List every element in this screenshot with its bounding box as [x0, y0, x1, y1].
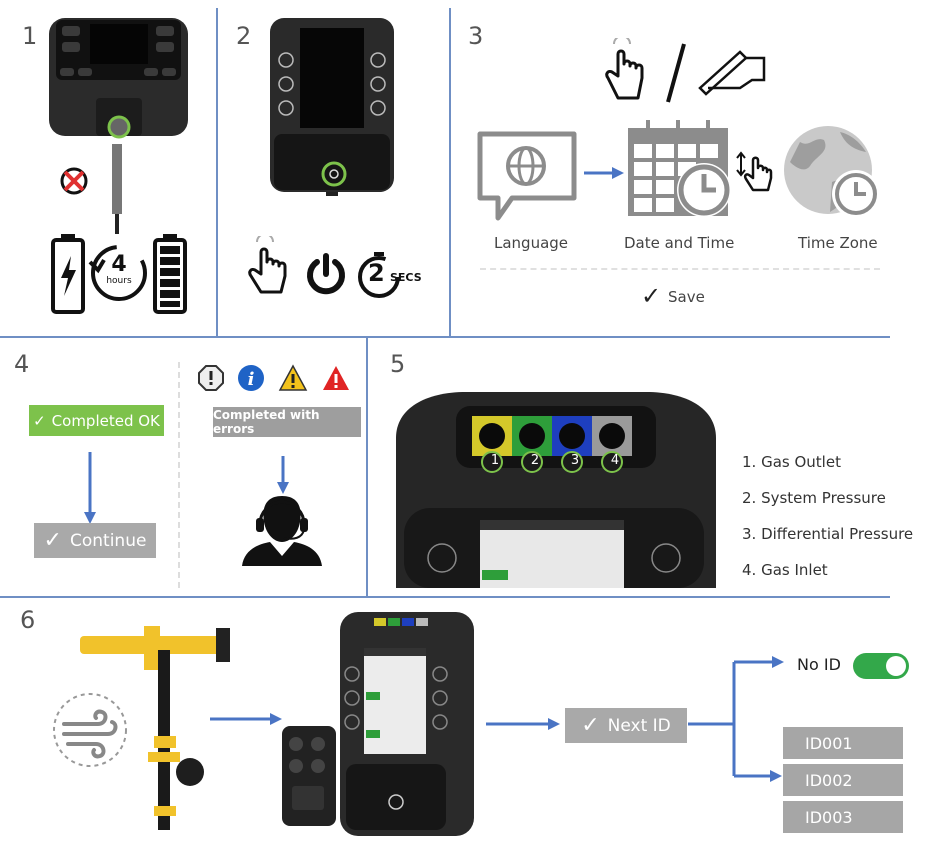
arrow-language-to-date [584, 167, 624, 179]
step2-device-front-image[interactable] [268, 16, 396, 196]
id-list-item-2[interactable]: ID002 [783, 764, 903, 796]
no-id-label: No ID [797, 655, 841, 674]
divider-1-2 [216, 8, 218, 336]
language-icon[interactable] [476, 128, 578, 224]
label-time-zone: Time Zone [798, 234, 878, 252]
hose-connector-image [282, 726, 336, 826]
gas-pipe-connector-image [80, 626, 230, 830]
power-icon [307, 253, 345, 295]
step-number-5: 5 [390, 350, 406, 378]
battery-empty-icon [51, 234, 85, 314]
completed-errors-label: Completed with errors [213, 408, 320, 436]
divider-row1 [0, 336, 890, 338]
globe-clock-icon[interactable] [780, 122, 882, 222]
wind-gas-icon [53, 693, 127, 767]
port-number-2: 2 [530, 453, 540, 468]
port-label-system-pressure: 2. System Pressure [742, 489, 886, 507]
scroll-touch-icon [736, 151, 773, 192]
tap-or-write-icons [605, 38, 766, 103]
label-language: Language [494, 234, 569, 252]
step-number-1: 1 [22, 22, 38, 50]
support-agent-icon [242, 496, 322, 566]
arrow-errors-to-support [277, 456, 289, 494]
divider-row2 [0, 596, 890, 598]
four-hours-clock-icon [88, 245, 147, 301]
step3-dashed-divider [480, 268, 880, 270]
no-battery-icon [60, 167, 88, 195]
stopwatch-icon [358, 252, 400, 298]
label-date-and-time: Date and Time [624, 234, 735, 252]
step-number-2: 2 [236, 22, 252, 50]
warning-red-icon [323, 366, 349, 390]
four-hours-value: 4 [111, 252, 127, 277]
two-seconds-unit: SECS [390, 271, 422, 284]
port-label-gas-outlet: 1. Gas Outlet [742, 453, 841, 471]
port-number-3: 3 [570, 453, 580, 468]
toggle-knob [886, 656, 906, 676]
step6-device-image [340, 612, 474, 836]
id-list-item-1[interactable]: ID001 [783, 727, 903, 759]
step-number-6: 6 [20, 606, 36, 634]
svg-text:i: i [248, 369, 255, 390]
id-list-item-3[interactable]: ID003 [783, 801, 903, 833]
port-label-gas-inlet: 4. Gas Inlet [742, 561, 828, 579]
continue-button[interactable]: ✓ Continue [34, 523, 156, 558]
four-hours-label: hours [106, 276, 132, 286]
completed-ok-label: Completed OK [51, 411, 160, 430]
step-number-4: 4 [14, 350, 30, 378]
completed-with-errors-badge: Completed with errors [213, 407, 361, 437]
step1-device-top-image [49, 18, 188, 139]
arrow-pipe-to-device [210, 713, 282, 725]
calendar-clock-icon[interactable] [626, 118, 734, 220]
info-icon: i [238, 365, 264, 391]
no-id-toggle[interactable] [853, 653, 909, 679]
check-icon: ✓ [33, 411, 46, 430]
two-seconds-value: 2 [368, 259, 385, 287]
port-label-differential-pressure: 3. Differential Pressure [742, 525, 914, 543]
branch-arrows [688, 656, 784, 782]
port-number-1: 1 [490, 453, 500, 468]
step-number-3: 3 [468, 22, 484, 50]
arrow-device-to-next-id [486, 718, 560, 730]
save-check-icon: ✓ [641, 282, 662, 310]
check-icon: ✓ [581, 713, 600, 738]
divider-2-3 [449, 8, 451, 336]
port-number-4: 4 [610, 453, 620, 468]
step4-dashed-divider [178, 362, 180, 588]
arrow-ok-to-continue [84, 452, 96, 524]
next-id-label: Next ID [607, 715, 671, 736]
charging-cable-image [112, 144, 122, 234]
label-save[interactable]: Save [668, 288, 705, 306]
check-icon: ✓ [43, 528, 62, 553]
divider-4-5 [366, 338, 368, 596]
completed-ok-badge: ✓ Completed OK [29, 405, 164, 436]
step5-device-ports-image [396, 392, 716, 588]
warning-yellow-icon [278, 364, 308, 391]
error-octagon-icon [198, 365, 224, 391]
continue-label: Continue [69, 530, 147, 551]
battery-full-icon [153, 234, 187, 314]
tap-icon [248, 236, 287, 294]
next-id-button[interactable]: ✓ Next ID [565, 708, 687, 743]
